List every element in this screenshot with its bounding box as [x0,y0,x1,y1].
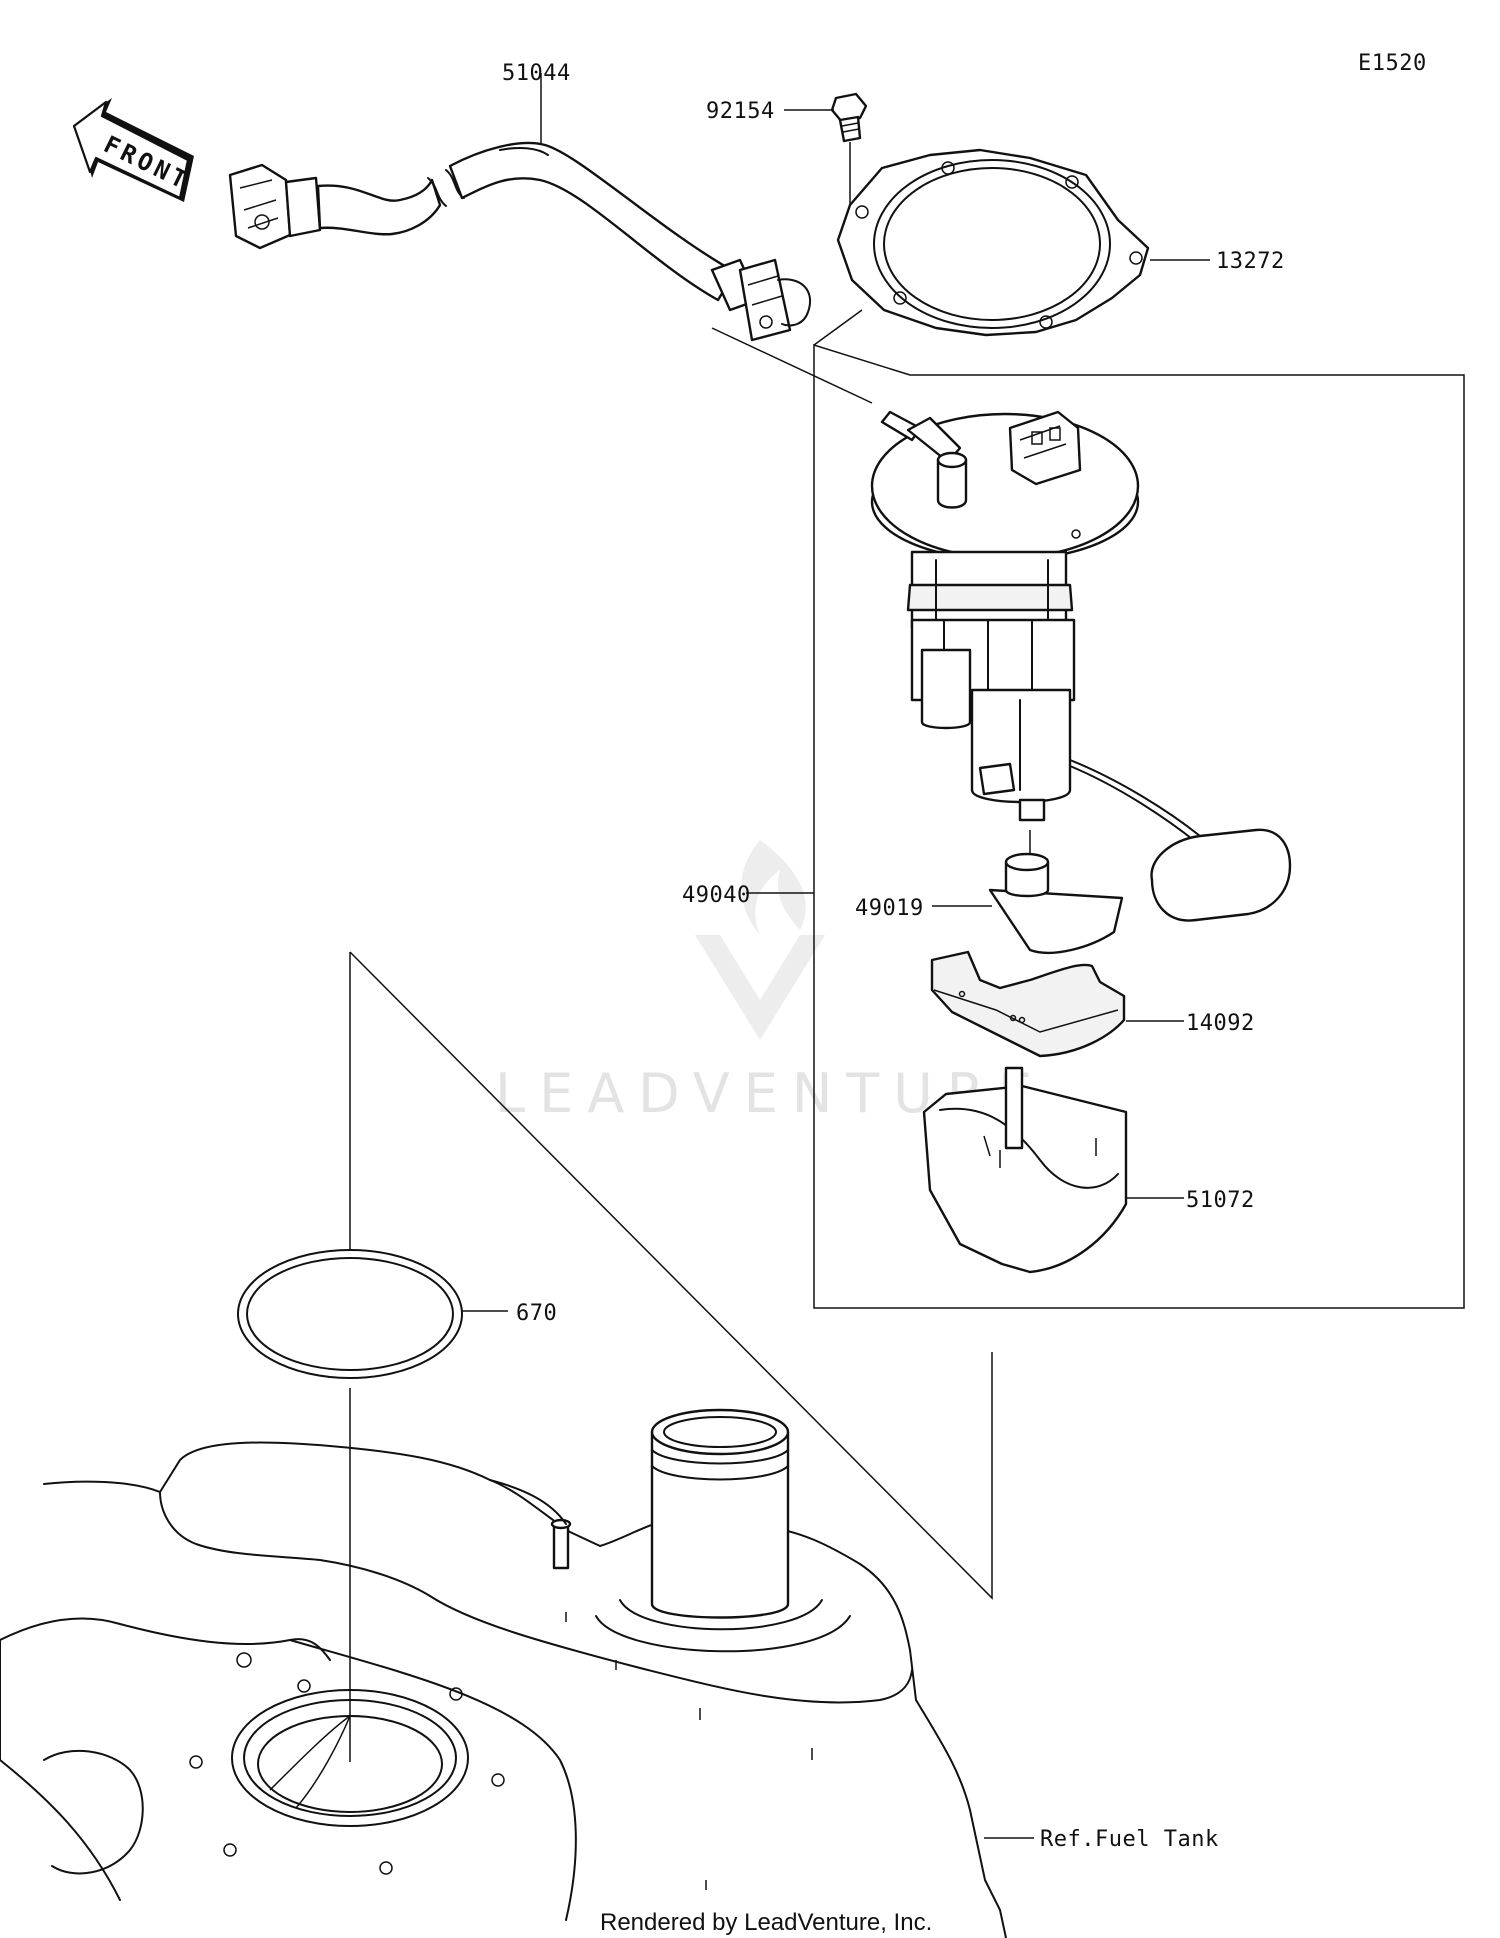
callout-51072: 51072 [1186,1188,1255,1213]
frame-corner [813,309,863,346]
fuel-filter-49019 [988,852,1124,954]
callout-51044: 51044 [502,61,571,86]
cover-51072 [922,1066,1128,1274]
callout-13272: 13272 [1216,249,1285,274]
gasket-13272 [836,148,1150,337]
bolt-92154 [830,92,868,143]
o-ring-670 [237,1249,463,1379]
footer-text: Rendered by LeadVenture, Inc. [600,1909,932,1936]
fuel-hose-51044 [228,141,811,342]
callout-670: 670 [516,1301,557,1326]
fuel-pump-assembly-49040 [870,410,1292,922]
guide-line-diagonal [349,951,993,1600]
callout-49019: 49019 [855,896,924,921]
leadventure-logo-icon [695,840,825,1040]
leader-hose-to-pump [711,327,873,404]
holder-14092 [930,950,1126,1058]
diagram-id: E1520 [1358,51,1427,76]
callout-49040: 49040 [682,883,751,908]
callout-14092: 14092 [1186,1011,1255,1036]
callout-fuel-tank: Ref.Fuel Tank [1040,1827,1219,1852]
fuel-tank [0,1408,1007,1938]
callout-92154: 92154 [706,99,775,124]
front-arrow-icon: FRONT [72,98,195,202]
